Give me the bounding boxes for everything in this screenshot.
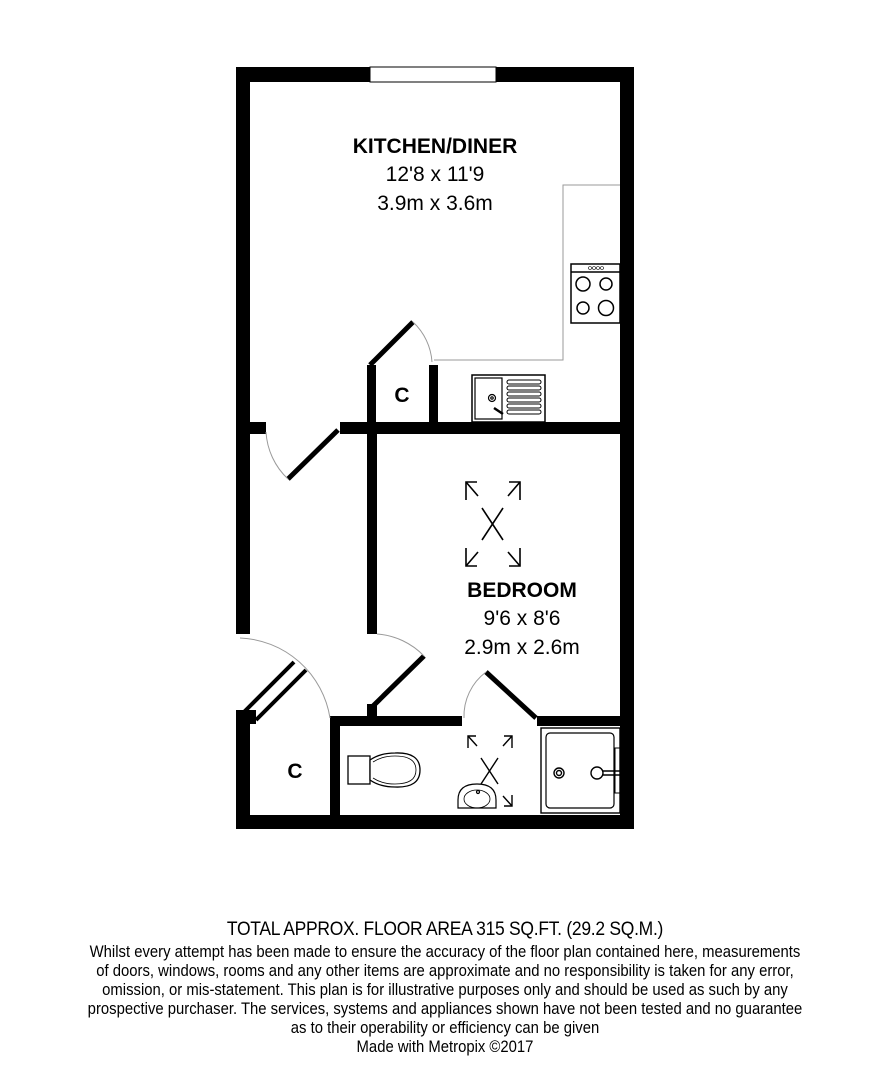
kitchen-cupboard-label: C xyxy=(394,384,409,407)
disclaimer: Whilst every attempt has been made to en… xyxy=(9,943,882,1038)
kitchen-metric: 3.9m x 3.6m xyxy=(377,192,493,215)
kitchen-name: KITCHEN/DINER xyxy=(353,135,518,158)
kitchen-cupboard-door xyxy=(368,320,433,367)
credit: Made with Metropix ©2017 xyxy=(356,1038,534,1056)
kitchen-hall-door xyxy=(265,428,340,481)
disclaimer-line: as to their operability or efficiency ca… xyxy=(290,1019,600,1037)
bedroom-door xyxy=(370,633,426,709)
disclaimer-line: omission, or mis-statement. This plan is… xyxy=(102,981,788,999)
disclaimer-line: of doors, windows, rooms and any other i… xyxy=(96,962,794,980)
bedroom-imperial: 9'6 x 8'6 xyxy=(484,607,561,630)
entrance-door xyxy=(239,637,331,722)
skylight-icon xyxy=(465,481,521,567)
kitchen-imperial: 12'8 x 11'9 xyxy=(386,163,485,186)
shower-icon xyxy=(540,727,621,814)
bedroom-metric: 2.9m x 2.6m xyxy=(464,636,580,659)
hob-icon xyxy=(570,263,621,324)
basin-icon xyxy=(457,783,497,809)
footer: TOTAL APPROX. FLOOR AREA 315 SQ.FT. (29.… xyxy=(0,918,890,1057)
walls xyxy=(236,67,634,829)
bathroom-skylight-icon xyxy=(467,735,513,807)
floor-plan: KITCHEN/DINER 12'8 x 11'9 3.9m x 3.6m C … xyxy=(236,66,634,829)
worktop xyxy=(434,184,620,361)
hall-cupboard-label: C xyxy=(287,760,302,783)
toilet-icon xyxy=(347,752,421,788)
bedroom-name: BEDROOM xyxy=(467,579,577,602)
sink-icon xyxy=(471,374,546,423)
window xyxy=(369,66,497,83)
disclaimer-line: prospective purchaser. The services, sys… xyxy=(87,1000,803,1018)
bathroom-door xyxy=(463,670,538,720)
total-floor-area: TOTAL APPROX. FLOOR AREA 315 SQ.FT. (29.… xyxy=(226,919,664,940)
disclaimer-line: Whilst every attempt has been made to en… xyxy=(89,943,801,961)
